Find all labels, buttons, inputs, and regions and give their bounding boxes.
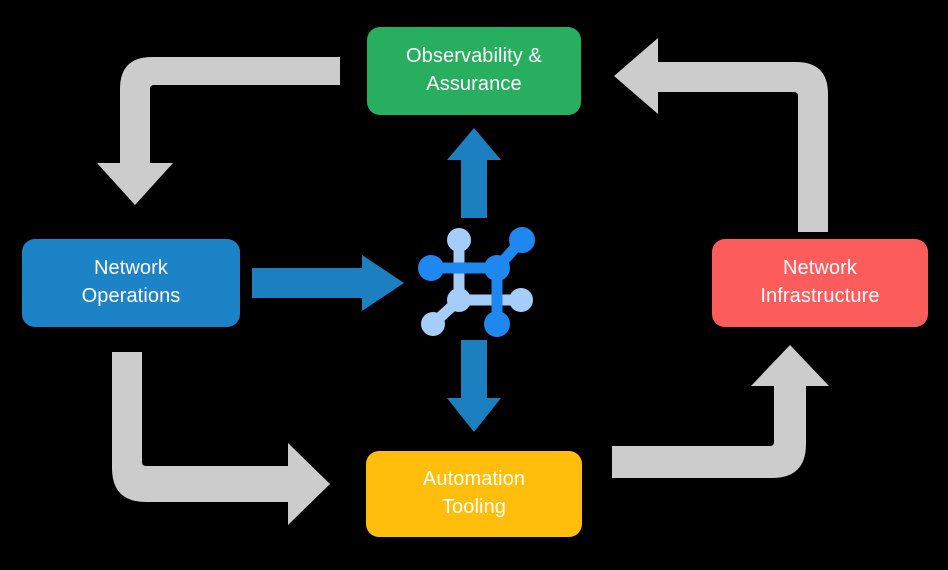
node-box-automation-tooling[interactable]: Automation Tooling	[366, 451, 582, 537]
icon-node-left-dark	[418, 255, 444, 281]
node-label-infrastructure: Network Infrastructure	[760, 257, 880, 307]
node-label-observability: Observability & Assurance	[406, 45, 542, 95]
icon-node-right-light	[509, 288, 533, 312]
gray-arrow-infrastructure-to-observability	[614, 38, 828, 232]
node-label-automation: Automation Tooling	[422, 468, 526, 518]
node-box-network-infrastructure[interactable]: Network Infrastructure	[712, 239, 928, 327]
gray-arrow-automation-to-infrastructure	[612, 345, 829, 478]
icon-node-center-dark	[484, 255, 510, 281]
blue-arrow-center-to-automation	[447, 340, 501, 432]
node-box-network-operations[interactable]: Network Operations	[22, 239, 240, 327]
icon-node-mid-light	[447, 288, 471, 312]
icon-node-top-light	[447, 228, 471, 252]
gray-arrow-operations-to-automation	[112, 352, 330, 525]
node-box-observability-assurance[interactable]: Observability & Assurance	[367, 27, 581, 115]
icon-node-top-right-dark	[509, 227, 535, 253]
gray-arrow-observability-to-operations	[97, 57, 340, 205]
icon-node-bottom-left-light	[421, 312, 445, 336]
icon-node-bottom-dark	[484, 311, 510, 337]
node-label-operations: Network Operations	[81, 257, 181, 307]
blue-arrow-center-to-observability	[447, 128, 501, 218]
network-graph-icon	[418, 227, 535, 337]
blue-arrow-operations-to-center	[252, 255, 404, 311]
